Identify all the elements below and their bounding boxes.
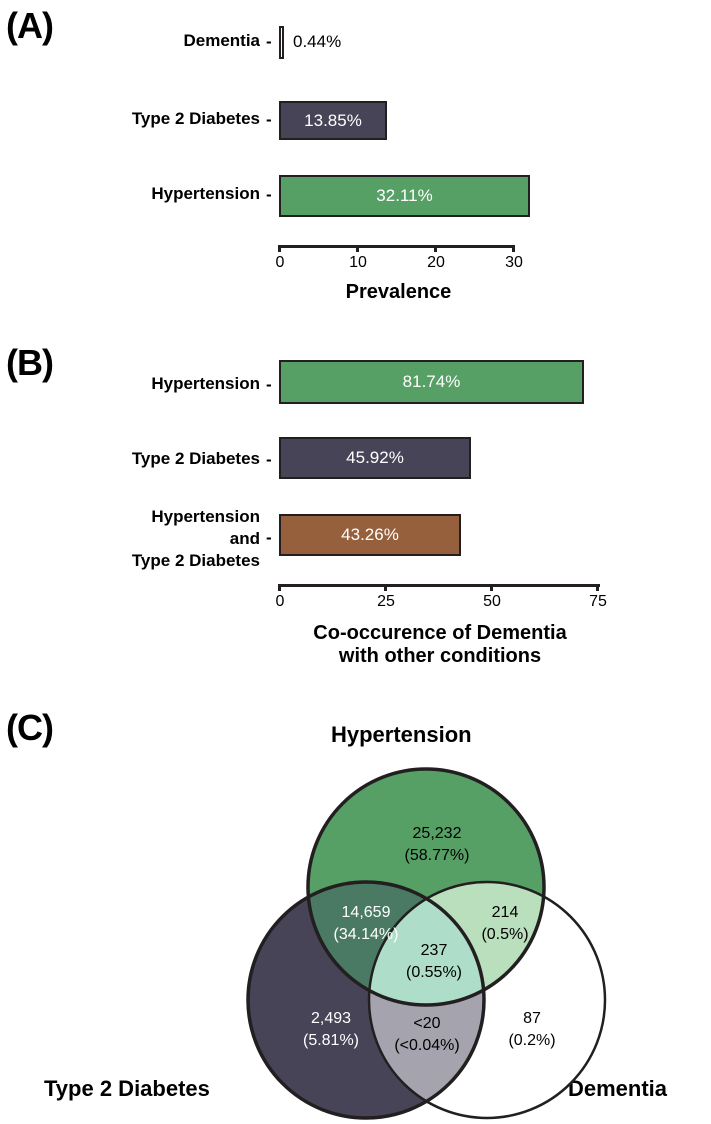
venn-label-hypertension-diabetes: 14,659 (34.14%) — [334, 904, 399, 943]
panel-b-value-hypertension: 81.74% — [402, 372, 461, 391]
venn-count-hypertension-dementia: 214 — [492, 904, 519, 921]
venn-label-hypertension-dementia: 214 (0.5%) — [481, 904, 528, 943]
venn-count-diabetes-only: 2,493 — [311, 1010, 351, 1027]
panel-b-tick-0 — [278, 584, 281, 591]
panel-b-tickdash-type2diabetes: - — [266, 450, 272, 469]
venn-percent-hypertension-diabetes: (34.14%) — [334, 926, 399, 943]
panel-a-category-type2diabetes: Type 2 Diabetes — [131, 109, 260, 128]
panel-b-ticklabel-50: 50 — [483, 593, 501, 610]
panel-c-venn: Hypertension Type 2 Diabetes Dementia — [0, 700, 711, 1124]
panel-b-category-hypertension-and-type2diabetes: Hypertension and Type 2 Diabetes — [131, 507, 260, 570]
venn-set-label-type2diabetes: Type 2 Diabetes — [44, 1076, 210, 1101]
panel-a-tickdash-type2diabetes: - — [266, 110, 272, 129]
venn-percent-diabetes-dementia: (<0.04%) — [394, 1037, 459, 1054]
panel-a-category-dementia: Dementia — [183, 31, 260, 50]
panel-b-tickdash-hypertension: - — [266, 375, 272, 394]
panel-b-category-type2diabetes: Type 2 Diabetes — [131, 449, 260, 468]
panel-a-tick-20 — [434, 245, 437, 252]
venn-count-diabetes-dementia: <20 — [413, 1015, 440, 1032]
panel-b-bar-type2diabetes: 45.92% — [279, 437, 471, 479]
venn-percent-diabetes-only: (5.81%) — [303, 1032, 359, 1049]
venn-label-all-three: 237 (0.55%) — [406, 942, 462, 981]
venn-set-label-dementia: Dementia — [568, 1076, 668, 1101]
panel-b-ticklabel-75: 75 — [589, 593, 607, 610]
panel-a-tick-10 — [356, 245, 359, 252]
venn-outline-hypertension — [306, 767, 546, 1007]
panel-b-category-hypertension: Hypertension — [151, 374, 260, 393]
venn-count-dementia-only: 87 — [523, 1010, 541, 1027]
panel-a-tick-30 — [512, 245, 515, 252]
panel-b-bar-hypertension-and-type2diabetes: 43.26% — [279, 514, 461, 556]
venn-label-dementia-only: 87 (0.2%) — [508, 1010, 555, 1049]
panel-b-axis-title: Co-occurence of Dementia with other cond… — [313, 622, 567, 667]
panel-b-value-type2diabetes: 45.92% — [346, 448, 404, 467]
venn-outline-dementia — [367, 880, 607, 1120]
panel-a-ticklabel-10: 10 — [349, 254, 367, 271]
panel-b-axis-line — [278, 584, 600, 587]
panel-b-tick-25 — [384, 584, 387, 591]
panel-a-axis-title: Prevalence — [345, 281, 452, 303]
panel-label-b: (B) — [6, 342, 54, 383]
panel-a-ticklabel-30: 30 — [505, 254, 523, 271]
panel-label-a: (A) — [6, 5, 54, 46]
venn-count-all-three: 237 — [421, 942, 448, 959]
venn-percent-hypertension-only: (58.77%) — [405, 847, 470, 864]
venn-percent-dementia-only: (0.2%) — [508, 1032, 555, 1049]
panel-b-tick-50 — [490, 584, 493, 591]
panel-a-value-dementia: 0.44% — [293, 32, 342, 51]
panel-b-ticklabel-25: 25 — [377, 593, 395, 610]
panel-b-tickdash-hypertension-and-type2diabetes: - — [266, 528, 272, 547]
venn-percent-hypertension-dementia: (0.5%) — [481, 926, 528, 943]
panel-a-tickdash-hypertension: - — [266, 185, 272, 204]
venn-overlap-all-three — [369, 882, 484, 1005]
panel-b-value-hypertension-and-type2diabetes: 43.26% — [341, 525, 399, 544]
panel-a-category-hypertension: Hypertension — [151, 184, 260, 203]
venn-count-hypertension-only: 25,232 — [413, 825, 462, 842]
panel-b-ticklabel-0: 0 — [275, 593, 285, 610]
venn-outline-type2diabetes — [246, 880, 486, 1120]
panel-a-bar-dementia — [279, 26, 284, 59]
panel-a-tickdash-dementia: - — [266, 32, 272, 51]
panel-a-ticklabel-20: 20 — [427, 254, 445, 271]
panel-b-tick-75 — [596, 584, 599, 591]
panel-a-bar-hypertension: 32.11% — [279, 175, 530, 217]
venn-diagram-svg: 25,232 (58.77%) 14,659 (34.14%) 214 (0.5… — [246, 767, 607, 1120]
venn-set-label-hypertension: Hypertension — [331, 722, 472, 747]
venn-percent-all-three: (0.55%) — [406, 964, 462, 981]
panel-a-ticklabel-0: 0 — [275, 254, 285, 271]
panel-a-axis-line — [278, 245, 515, 248]
venn-label-diabetes-only: 2,493 (5.81%) — [303, 1010, 359, 1049]
panel-a-value-hypertension: 32.11% — [376, 186, 433, 205]
venn-label-hypertension-only: 25,232 (58.77%) — [405, 825, 470, 864]
venn-count-hypertension-diabetes: 14,659 — [342, 904, 391, 921]
panel-a-bar-type2diabetes: 13.85% — [279, 101, 387, 140]
panel-a-tick-0 — [278, 245, 281, 252]
panel-b-bar-hypertension: 81.74% — [279, 360, 584, 404]
venn-label-diabetes-dementia: <20 (<0.04%) — [394, 1015, 459, 1054]
panel-label-c: (C) — [6, 707, 54, 748]
panel-a-value-type2diabetes: 13.85% — [304, 110, 362, 130]
